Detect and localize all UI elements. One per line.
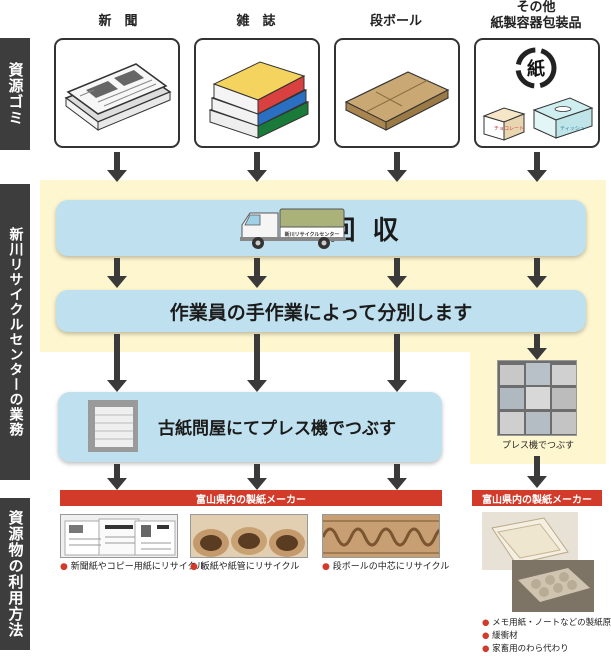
use-caption-board: ● 板紙や紙管にリサイクル (190, 562, 300, 572)
newspaper-stack-image (61, 515, 177, 557)
arrow-collect-to-sort-4 (527, 258, 547, 288)
paper-bale-photo (88, 400, 138, 452)
maker-bar-main: 富山県内の製紙メーカー (60, 490, 442, 506)
collection-step: 新川リサイクルセンター 回 収 (56, 200, 586, 256)
side-use-caption-1: ● メモ用紙・ノートなどの製紙原料 (482, 618, 611, 629)
use-caption-newspaper-text: 新聞紙やコピー用紙にリサイクル (70, 562, 206, 572)
arrow-sort-to-press-2 (247, 334, 267, 392)
arrow-sort-to-press-3 (387, 334, 407, 392)
arrow-press-to-maker-2 (247, 464, 267, 490)
truck-label: 新川リサイクルセンター (285, 231, 340, 238)
egg-tray-image (512, 560, 594, 612)
paper-bale-image (89, 401, 137, 451)
arrow-sort-to-side-press (527, 334, 547, 360)
magazine-box (194, 38, 320, 148)
arrow-other-to-collect (527, 152, 547, 182)
side-label-center-work: 新川リサイクルセンターの業務 (0, 184, 30, 480)
arrow-magazine-to-collect (247, 152, 267, 182)
paper-tube-photo (190, 514, 308, 558)
corrugated-image (323, 515, 439, 557)
truck-icon: 新川リサイクルセンター (240, 208, 346, 249)
arrow-press-to-maker-3 (387, 464, 407, 490)
newspaper-box (54, 38, 180, 148)
paper-container-icon: 紙 チョコレート ティッシュ (482, 47, 594, 141)
arrow-press-to-maker-1 (107, 464, 127, 490)
bales-image (498, 361, 576, 435)
column-label-cardboard: 段ボール (369, 14, 422, 29)
pressed-bales-photo (497, 360, 577, 436)
cardboard-box (334, 38, 460, 148)
arrow-collect-to-sort-1 (107, 258, 127, 288)
egg-tray-photo (512, 560, 594, 612)
side-use-caption-3-text: 家畜用のわら代わり (492, 644, 569, 654)
press-step: 古紙問屋にてプレス機でつぶす (58, 392, 442, 462)
chocolate-box-text: チョコレート (494, 126, 524, 132)
use-caption-newspaper: ● 新聞紙やコピー用紙にリサイクル (60, 562, 206, 572)
magazine-icon (208, 61, 310, 139)
arrow-sort-to-press-1 (107, 334, 127, 392)
arrow-cardboard-to-collect (387, 152, 407, 182)
paper-tubes-image (191, 515, 307, 557)
use-caption-board-text: 板紙や紙管にリサイクル (200, 562, 300, 572)
side-label-resource-waste: 資源ゴミ (0, 38, 30, 150)
maker-bar-side: 富山県内の製紙メーカー (472, 490, 602, 506)
side-use-caption-2-text: 緩衝材 (492, 631, 518, 641)
sorting-step: 作業員の手作業によって分別します (56, 290, 586, 332)
cardboard-icon (344, 71, 450, 131)
recycle-icon (515, 47, 557, 89)
newspaper-use-photo (60, 514, 178, 558)
use-caption-cardboard: ● 段ボールの中芯にリサイクル (322, 562, 450, 572)
press-label: 古紙問屋にてプレス機でつぶす (158, 419, 396, 439)
recycle-symbol-text: 紙 (527, 58, 545, 80)
arrow-newspaper-to-collect (107, 152, 127, 182)
arrow-side-to-maker (527, 456, 547, 488)
other-paper-box: 紙 チョコレート ティッシュ (474, 38, 600, 148)
use-caption-cardboard-text: 段ボールの中芯にリサイクル (332, 562, 450, 572)
side-label-usage: 資源物の利用方法 (0, 498, 30, 650)
tissue-box-text: ティッシュ (560, 126, 585, 132)
newspaper-icon (64, 63, 172, 131)
side-use-caption-1-text: メモ用紙・ノートなどの製紙原料 (492, 618, 611, 628)
column-label-newspaper: 新 聞 (98, 14, 138, 29)
side-use-caption-3: ● 家畜用のわら代わり (482, 644, 569, 654)
arrow-collect-to-sort-3 (387, 258, 407, 288)
column-label-other-paper: その他 紙製容器包装品 (490, 0, 582, 31)
column-label-magazine: 雑 誌 (236, 14, 276, 29)
side-use-caption-2: ● 緩衝材 (482, 631, 518, 641)
side-press-caption: プレス機でつぶす (501, 441, 574, 451)
corrugated-core-photo (322, 514, 440, 558)
sorting-label: 作業員の手作業によって分別します (169, 301, 473, 324)
arrow-collect-to-sort-2 (247, 258, 267, 288)
